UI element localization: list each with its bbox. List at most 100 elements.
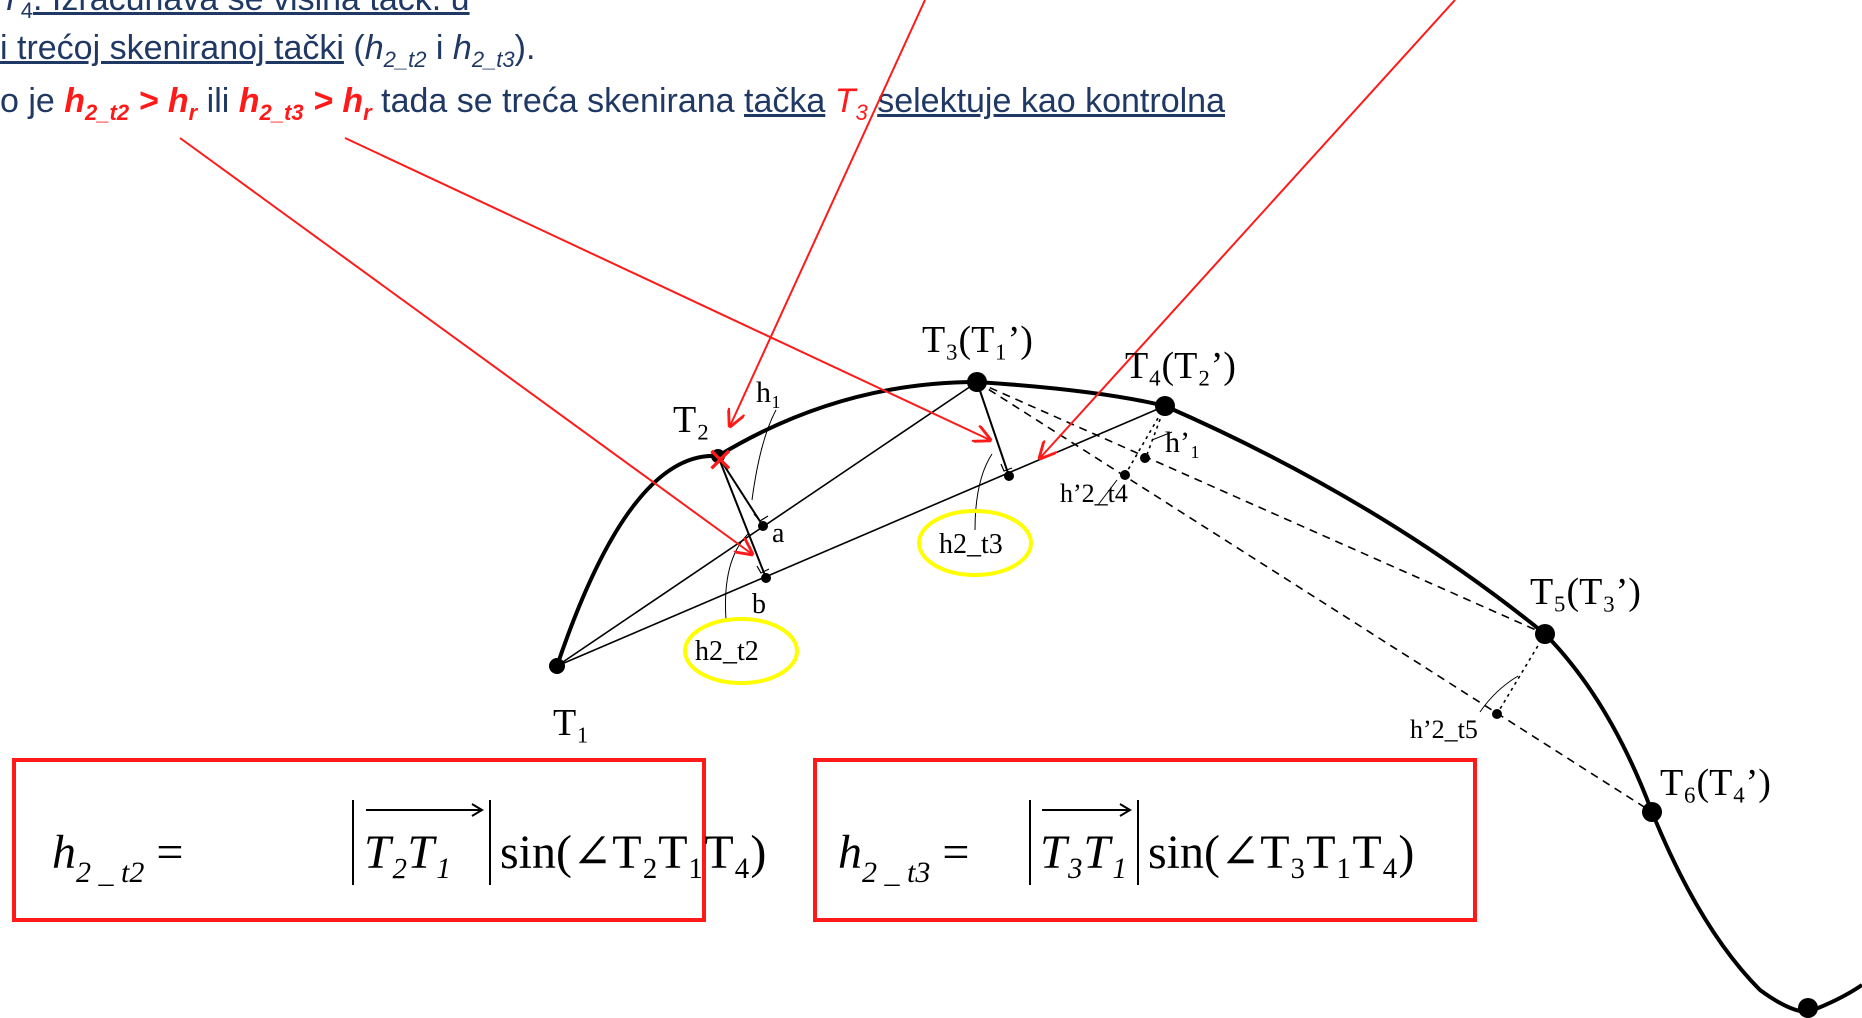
right-angle-t3 xyxy=(1000,463,1013,472)
arrow-cond1 xyxy=(179,137,752,554)
point-foot-h2p-t5 xyxy=(1492,709,1502,719)
line2-end: selektuje kao kontrolna xyxy=(877,82,1225,120)
leader-h2-t3 xyxy=(974,453,993,531)
arrow-t2-top xyxy=(730,0,926,426)
dot-t4-perp2 xyxy=(1124,405,1166,476)
line0-rest: . Izračunava se visina tačk. u xyxy=(33,0,470,18)
leader-h1 xyxy=(751,409,777,501)
point-b xyxy=(761,573,771,583)
label-t6: T₆(T₄’) xyxy=(1660,762,1771,804)
point-t4 xyxy=(1155,396,1175,416)
line2-mid: tada se treća skenirana xyxy=(371,82,744,120)
line2-tacka: tačka xyxy=(744,82,826,120)
f2-lhs-sub: 2 _ t3 xyxy=(862,856,930,889)
point-foot-h2p-t4 xyxy=(1120,470,1130,480)
f2-sin: sin(∠T₃T₁T₄) xyxy=(1148,826,1414,879)
formula-box-2 xyxy=(813,758,1477,922)
cond1-sub: 2_t2 xyxy=(85,99,130,125)
label-a: a xyxy=(772,518,785,549)
f1-lhs-sub: 2 _ t2 xyxy=(76,856,144,889)
arrow-cond2 xyxy=(344,137,990,440)
cond1-r: r xyxy=(188,99,198,125)
label-b: b xyxy=(752,589,766,620)
line0-lead: T xyxy=(0,0,21,18)
label-t5: T₅(T₃’) xyxy=(1530,571,1641,613)
header-line-1: i trećoj skeniranoj tački (h2_t2 i h2_t3… xyxy=(0,31,535,71)
point-foot-h1p xyxy=(1140,453,1150,463)
point-t6 xyxy=(1642,802,1662,822)
dash-t3-t6 xyxy=(976,381,1653,813)
line1-open: ( xyxy=(343,29,365,67)
point-foot-t3 xyxy=(1004,471,1014,481)
perp-t2-b xyxy=(717,455,767,579)
line0-lead-sub: 4 xyxy=(20,0,34,23)
right-angle-b xyxy=(756,565,770,574)
delete-mark-icon: ✕ xyxy=(706,441,735,481)
formula-1: h2 _ t2 = T₂T₁ sin(∠T₂T₁T₄) xyxy=(52,800,766,889)
line1-close: ). xyxy=(514,29,536,67)
formula-box-1 xyxy=(12,758,706,922)
perp-t3-t4chord xyxy=(976,381,1010,477)
scan-curve xyxy=(555,379,1862,1015)
cond2-sub: 2_t3 xyxy=(259,99,304,125)
line2-t3-sub: 3 xyxy=(855,99,868,125)
cond1-h: h xyxy=(64,82,86,120)
leader-h1p xyxy=(1151,431,1173,441)
point-t2 xyxy=(711,449,725,463)
point-a xyxy=(758,521,768,531)
svg-text:h2 _ t3 =: h2 _ t3 = xyxy=(838,826,969,889)
label-h2p-t4: h’2_t4 xyxy=(1060,479,1128,508)
line1-underlined: i trećoj skeniranoj tački xyxy=(0,29,344,67)
label-t3: T₃(T₁’) xyxy=(922,319,1033,361)
cond2-h: h xyxy=(238,82,260,120)
line1-h1: h xyxy=(364,29,384,67)
chord-t1-t4 xyxy=(556,405,1166,667)
label-h2-t3: h2_t3 xyxy=(939,529,1003,560)
f2-eq: = xyxy=(930,826,969,879)
f1-eq: = xyxy=(144,826,183,879)
point-t3 xyxy=(967,372,987,392)
point-end xyxy=(1798,998,1818,1018)
line1-h2: h xyxy=(452,29,472,67)
f1-lhs: h xyxy=(52,826,76,879)
f1-sin: sin(∠T₂T₁T₄) xyxy=(500,826,766,879)
formula-2: h2 _ t3 = T₃T₁ sin(∠T₃T₁T₄) xyxy=(838,800,1414,889)
f1-vec-arrow-icon xyxy=(471,803,484,817)
header-line-0: T4. Izračunava se visina tačk. u xyxy=(0,0,470,22)
line1-mid: i xyxy=(426,29,453,67)
leader-h2p-t4 xyxy=(1097,479,1118,506)
point-t5 xyxy=(1535,624,1555,644)
leader-h2p-t5 xyxy=(1479,675,1519,713)
line2-pre: o je xyxy=(0,82,65,120)
cond2-gt: > h xyxy=(303,82,364,120)
dash-t3-t5 xyxy=(976,381,1546,635)
label-t2: T₂ xyxy=(673,399,709,441)
cond1-gt: > h xyxy=(129,82,189,120)
header-line-2: o je h2_t2 > hr ili h2_t3 > hr tada se t… xyxy=(0,84,1225,124)
f2-vec: T₃T₁ xyxy=(1040,826,1127,879)
perp-t2-a xyxy=(717,455,764,527)
line2-or: ili xyxy=(197,82,239,120)
label-h2-t2: h2_t2 xyxy=(695,636,759,667)
svg-text:h2 _ t2 =: h2 _ t2 = xyxy=(52,826,183,889)
label-h1p: h’₁ xyxy=(1165,426,1200,459)
f1-vec: T₂T₁ xyxy=(364,826,451,879)
dot-t5-perp xyxy=(1496,633,1546,715)
f2-lhs: h xyxy=(838,826,862,879)
f2-vec-arrow-icon xyxy=(1119,803,1132,817)
right-angle-a xyxy=(753,513,769,522)
highlight-h2-t2 xyxy=(683,617,799,685)
line1-h2-sub: 2_t3 xyxy=(471,46,515,72)
leader-h2-t2 xyxy=(725,533,749,621)
line2-t3: T xyxy=(834,82,856,120)
point-t1 xyxy=(549,658,565,674)
label-t1: T₁ xyxy=(553,702,589,744)
cond2-r: r xyxy=(363,99,372,125)
arrow-top-right xyxy=(1040,0,1456,458)
highlight-h2-t3 xyxy=(917,509,1033,577)
label-h1: h₁ xyxy=(756,376,781,409)
label-h2p-t5: h’2_t5 xyxy=(1410,715,1478,744)
line1-h1-sub: 2_t2 xyxy=(383,46,427,72)
label-t4: T₄(T₂’) xyxy=(1125,345,1236,387)
